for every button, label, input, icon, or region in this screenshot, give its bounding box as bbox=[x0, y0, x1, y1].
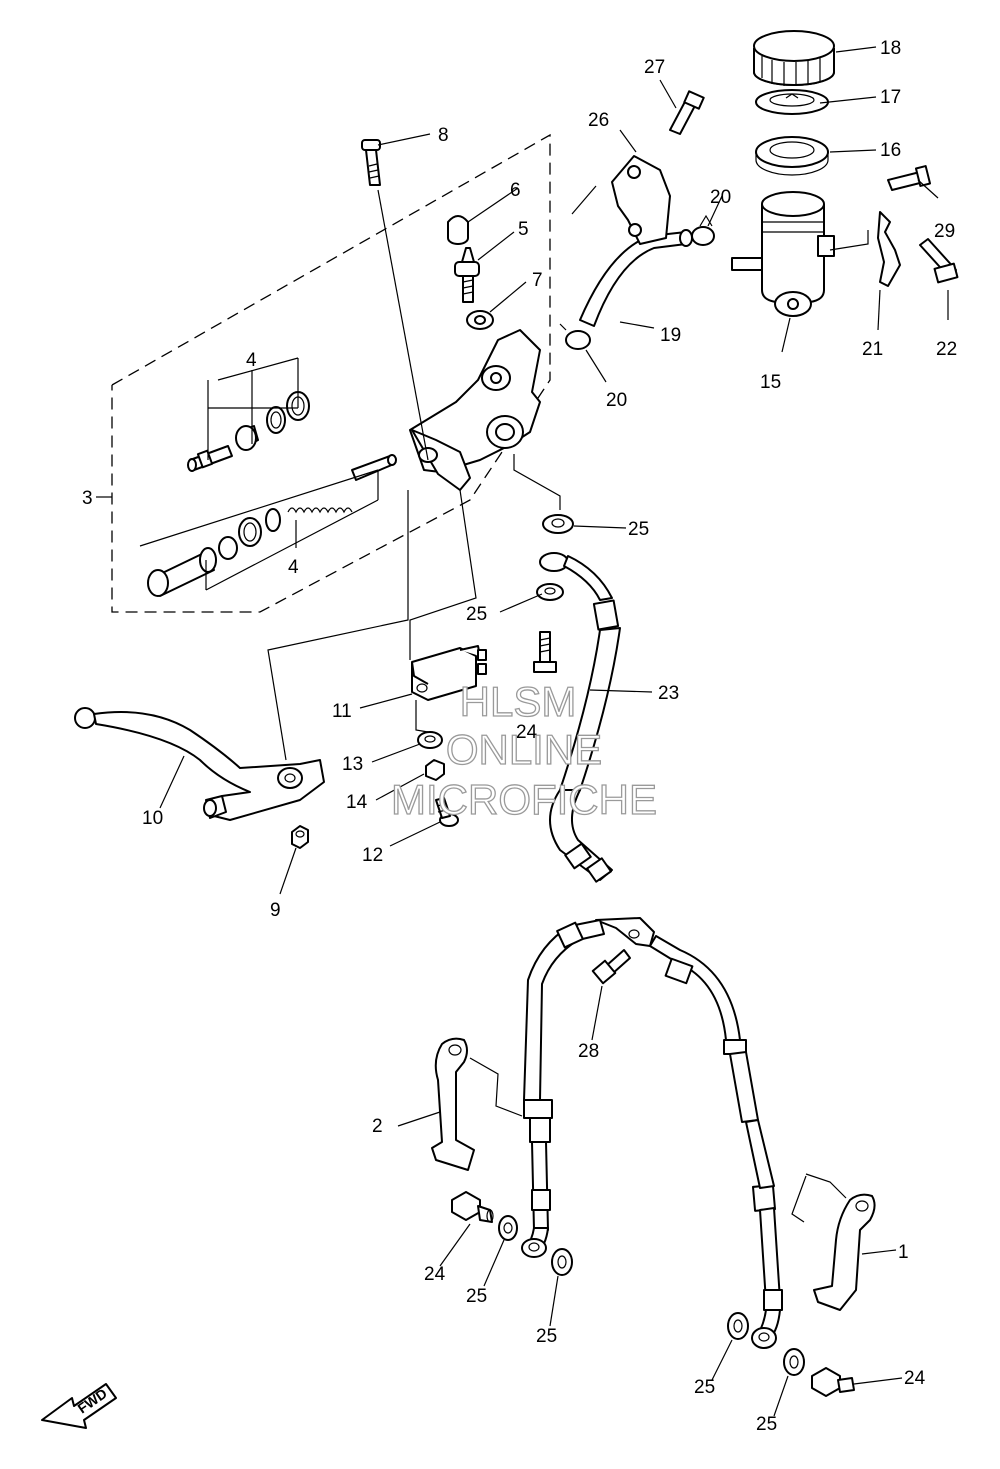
callout-numbers: 18 17 16 29 20 21 22 15 19 20 26 27 8 6 … bbox=[82, 38, 957, 1435]
washer-25-upper bbox=[542, 514, 574, 534]
callout-22: 22 bbox=[936, 339, 957, 360]
master-cylinder-body bbox=[409, 329, 541, 491]
bolt-28 bbox=[591, 949, 631, 985]
callout-4-upper: 4 bbox=[246, 350, 257, 371]
reservoir-hose-19 bbox=[579, 229, 693, 327]
callout-29: 29 bbox=[934, 221, 955, 242]
washer-25-right-a bbox=[727, 1312, 749, 1340]
washer-7 bbox=[466, 310, 494, 330]
reservoir-cap bbox=[753, 30, 835, 86]
cap-6 bbox=[447, 215, 469, 245]
watermark-line-2: ONLINE bbox=[446, 726, 602, 773]
assembly-3-outline bbox=[111, 133, 551, 613]
lower-brake-hose-right bbox=[649, 935, 783, 1349]
piston-kit-lower bbox=[147, 454, 397, 597]
hose-clamp-20-upper bbox=[691, 214, 715, 246]
callout-25-hose: 25 bbox=[466, 604, 487, 625]
callout-28: 28 bbox=[578, 1041, 599, 1062]
callout-19: 19 bbox=[660, 325, 681, 346]
callout-9: 9 bbox=[270, 900, 281, 921]
union-bolt-24-right bbox=[811, 1367, 855, 1397]
callout-11: 11 bbox=[332, 701, 352, 722]
washer-25-right-b bbox=[783, 1348, 805, 1376]
watermark-line-3: MICROFICHE bbox=[391, 776, 657, 823]
callout-26: 26 bbox=[588, 110, 609, 131]
hose-clamp-20-lower bbox=[559, 323, 591, 350]
callout-21: 21 bbox=[862, 339, 883, 360]
callout-16: 16 bbox=[880, 140, 901, 161]
callout-1: 1 bbox=[898, 1242, 909, 1263]
callout-8: 8 bbox=[438, 125, 449, 146]
reservoir-bracket-21 bbox=[877, 211, 901, 287]
bolt-27 bbox=[669, 90, 705, 135]
callout-24-right: 24 bbox=[904, 1368, 926, 1389]
leader-lines bbox=[96, 46, 949, 1417]
piston-kit-upper bbox=[187, 391, 310, 472]
callout-15: 15 bbox=[760, 372, 781, 393]
screw-22 bbox=[919, 238, 959, 284]
fwd-arrow-icon: FWD bbox=[41, 1383, 117, 1429]
callout-7: 7 bbox=[532, 270, 543, 291]
reservoir-diaphragm bbox=[755, 136, 829, 176]
callout-17: 17 bbox=[880, 87, 901, 108]
screw-8 bbox=[361, 139, 381, 186]
reservoir-diaphragm-plate bbox=[755, 89, 829, 115]
front-brake-switch-11 bbox=[411, 645, 487, 701]
callout-25-left-a: 25 bbox=[466, 1286, 487, 1307]
hose-joint bbox=[595, 917, 655, 947]
callout-23: 23 bbox=[658, 683, 679, 704]
callout-20-lower: 20 bbox=[606, 390, 627, 411]
callout-27: 27 bbox=[644, 57, 665, 78]
callout-2: 2 bbox=[372, 1116, 383, 1137]
nut-9 bbox=[291, 825, 309, 849]
brake-lever-10 bbox=[74, 707, 325, 821]
reservoir-tank bbox=[731, 191, 835, 317]
holder-26 bbox=[611, 155, 671, 245]
brake-hose-23 bbox=[539, 552, 621, 883]
callout-10: 10 bbox=[142, 808, 163, 829]
callout-12: 12 bbox=[362, 845, 383, 866]
callout-20-upper: 20 bbox=[710, 187, 731, 208]
bracket-1 bbox=[813, 1193, 876, 1311]
callout-13: 13 bbox=[342, 754, 363, 775]
callout-18: 18 bbox=[880, 38, 901, 59]
callout-24-left: 24 bbox=[424, 1264, 446, 1285]
callout-24-upper: 24 bbox=[516, 722, 538, 743]
washer-13 bbox=[417, 731, 443, 749]
watermark-line-1: HLSM bbox=[460, 678, 577, 725]
washer-25-left-b bbox=[551, 1248, 573, 1276]
callout-25-right-a: 25 bbox=[694, 1377, 715, 1398]
washer-25-hose bbox=[536, 583, 564, 601]
nut-14 bbox=[425, 759, 445, 781]
bolt-29 bbox=[887, 165, 932, 191]
callout-6: 6 bbox=[510, 180, 521, 201]
lower-brake-hose-left bbox=[521, 919, 605, 1258]
callout-25-right-b: 25 bbox=[756, 1414, 777, 1435]
callout-3: 3 bbox=[82, 488, 93, 509]
bracket-2 bbox=[431, 1037, 475, 1171]
callout-25-left-b: 25 bbox=[536, 1326, 557, 1347]
watermark: HLSM ONLINE MICROFICHE bbox=[390, 677, 657, 823]
callout-25-upper: 25 bbox=[628, 519, 649, 540]
washer-25-left-a bbox=[498, 1215, 518, 1241]
callout-5: 5 bbox=[518, 219, 529, 240]
callout-14: 14 bbox=[346, 792, 368, 813]
union-bolt-24-left bbox=[451, 1191, 494, 1223]
screw-12 bbox=[435, 797, 459, 827]
union-bolt-5 bbox=[454, 247, 480, 303]
union-bolt-24-upper bbox=[533, 631, 557, 673]
callout-4-lower: 4 bbox=[288, 557, 299, 578]
